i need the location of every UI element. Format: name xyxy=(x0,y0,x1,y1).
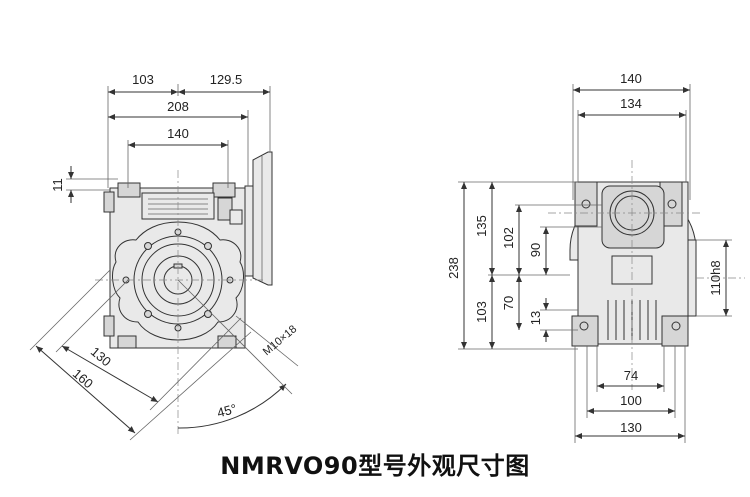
base-100: 100 xyxy=(620,393,642,408)
height-103: 103 xyxy=(474,301,489,323)
motor-flange xyxy=(244,185,254,277)
gear-cover xyxy=(112,221,244,341)
dim-129-5: 129.5 xyxy=(210,72,243,87)
drawing-title: NMRVO90型号外观尺寸图 xyxy=(220,452,530,480)
height-135: 135 xyxy=(474,215,489,237)
width-140: 140 xyxy=(620,71,642,86)
height-13: 13 xyxy=(528,311,543,325)
base-130: 130 xyxy=(620,420,642,435)
base-74: 74 xyxy=(624,368,638,383)
dim-140: 140 xyxy=(167,126,189,141)
height-70: 70 xyxy=(501,296,516,310)
dim-208: 208 xyxy=(167,99,189,114)
height-90: 90 xyxy=(528,243,543,257)
dim-11: 11 xyxy=(50,178,65,192)
dim-103: 103 xyxy=(132,72,154,87)
dim-160-diagonal: 160 xyxy=(70,366,96,391)
width-134: 134 xyxy=(620,96,642,111)
height-102: 102 xyxy=(501,227,516,249)
front-view: 103 129.5 208 140 11 130 160 45° M10×18 xyxy=(29,72,299,441)
side-view: 140 134 238 135 103 102 70 90 13 110h8 xyxy=(446,71,745,443)
height-238: 238 xyxy=(446,257,461,279)
angle-45: 45° xyxy=(215,401,238,421)
